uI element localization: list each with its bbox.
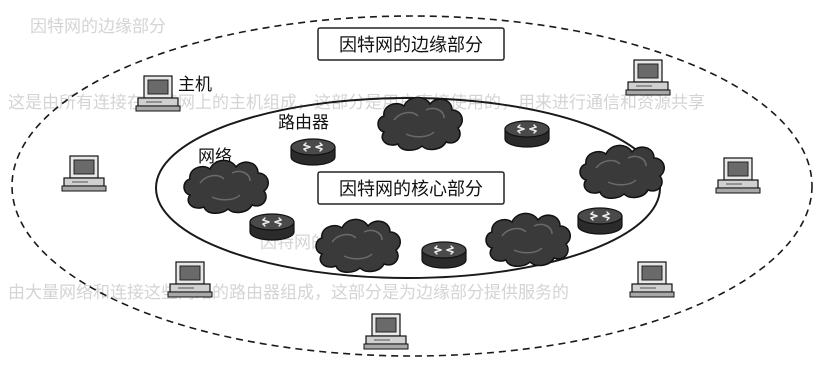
desktop-computer-icon: [61, 155, 107, 192]
cloud-icon: [579, 144, 666, 200]
background-text-layer: 因特网的边缘部分 这是由所有连接在因特网上的主机组成，这部分是用户直接使用的，用…: [8, 17, 705, 303]
desktop-computer-icon: [363, 313, 409, 350]
desktop-computer-icon: [167, 261, 213, 298]
desktop-computer-icon: [629, 261, 675, 298]
desktop-computer-icon: [625, 59, 671, 96]
router-icon: [421, 241, 467, 269]
router-icon: [290, 138, 336, 166]
host-label: 主机: [178, 75, 212, 95]
cloud-icon: [485, 212, 572, 268]
router-label: 路由器: [278, 113, 329, 133]
router-icon: [249, 213, 295, 241]
edge-title: 因特网的边缘部分: [339, 35, 483, 56]
background-text-line: 由大量网络和连接这些网络的路由器组成，这部分是为边缘部分提供服务的: [8, 283, 569, 303]
core-title-box: 因特网的核心部分: [317, 171, 505, 205]
cloud-icon: [183, 159, 270, 215]
edge-title-box: 因特网的边缘部分: [317, 27, 505, 61]
core-title: 因特网的核心部分: [339, 179, 483, 200]
edge-boundary-ellipse: [11, 15, 813, 357]
desktop-computer-icon: [715, 157, 761, 194]
background-text-line: 这是由所有连接在因特网上的主机组成，这部分是用户直接使用的，用来进行通信和资源共…: [8, 92, 705, 113]
cloud-icon: [377, 96, 464, 152]
cloud-icon: [315, 218, 402, 274]
router-icon: [577, 207, 623, 235]
router-icon: [504, 120, 550, 148]
background-text-line: 因特网的边缘部分: [30, 17, 166, 37]
